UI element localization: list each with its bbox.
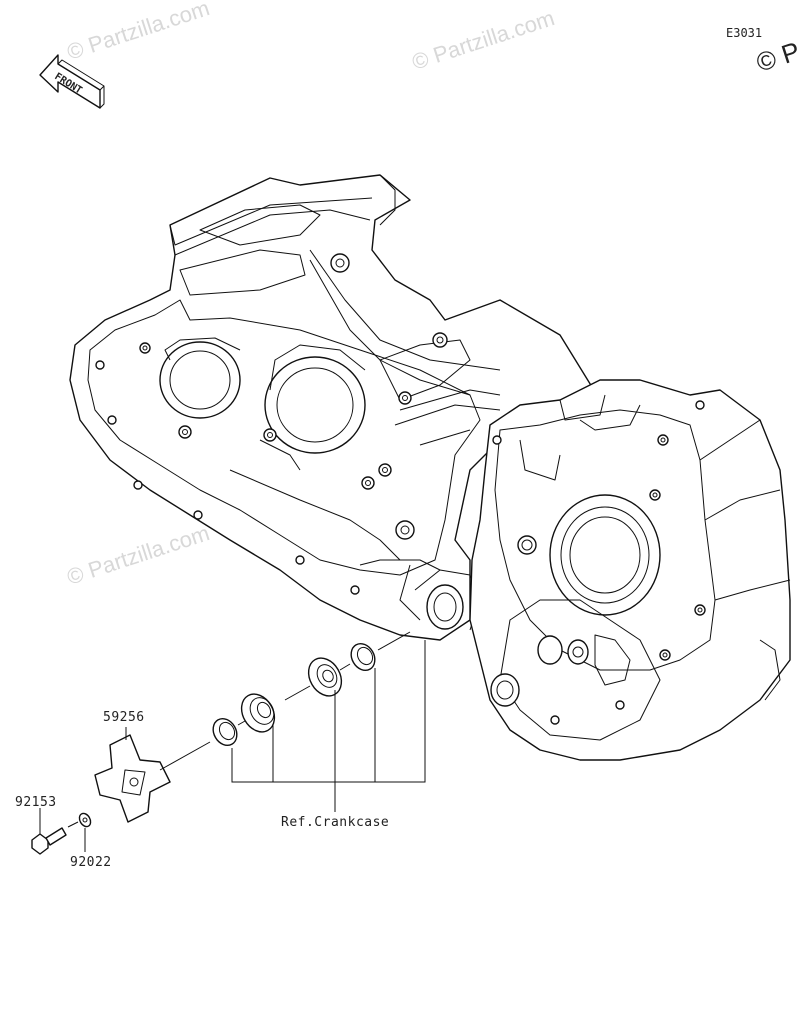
assembly-axis: [67, 631, 411, 828]
bearing: [307, 657, 343, 697]
part-label-bolt: 92153: [15, 795, 57, 810]
oil-seal-inner: [212, 717, 238, 747]
front-arrow-label: FRONT: [52, 71, 83, 96]
watermark-mid-left: © Partzilla.com: [64, 520, 213, 590]
watermark-corner: © P: [753, 36, 800, 78]
mechanical-seal: [240, 693, 276, 733]
watermark-top-left: © Partzilla.com: [64, 0, 213, 65]
part-label-washer: 92022: [70, 855, 112, 870]
ref-crankcase-bracket: [231, 640, 426, 812]
bolt: [31, 827, 67, 855]
crankcase-right-half: [469, 379, 791, 761]
diagram-code: E3031: [726, 26, 762, 40]
crankcase-left-half: [69, 174, 601, 641]
washer: [78, 812, 92, 828]
watermark-top-center: © Partzilla.com: [409, 5, 558, 75]
oil-seal-outer: [350, 642, 376, 672]
impeller: [94, 734, 171, 823]
reference-label: Ref.Crankcase: [281, 815, 389, 830]
part-label-impeller: 59256: [103, 710, 145, 725]
